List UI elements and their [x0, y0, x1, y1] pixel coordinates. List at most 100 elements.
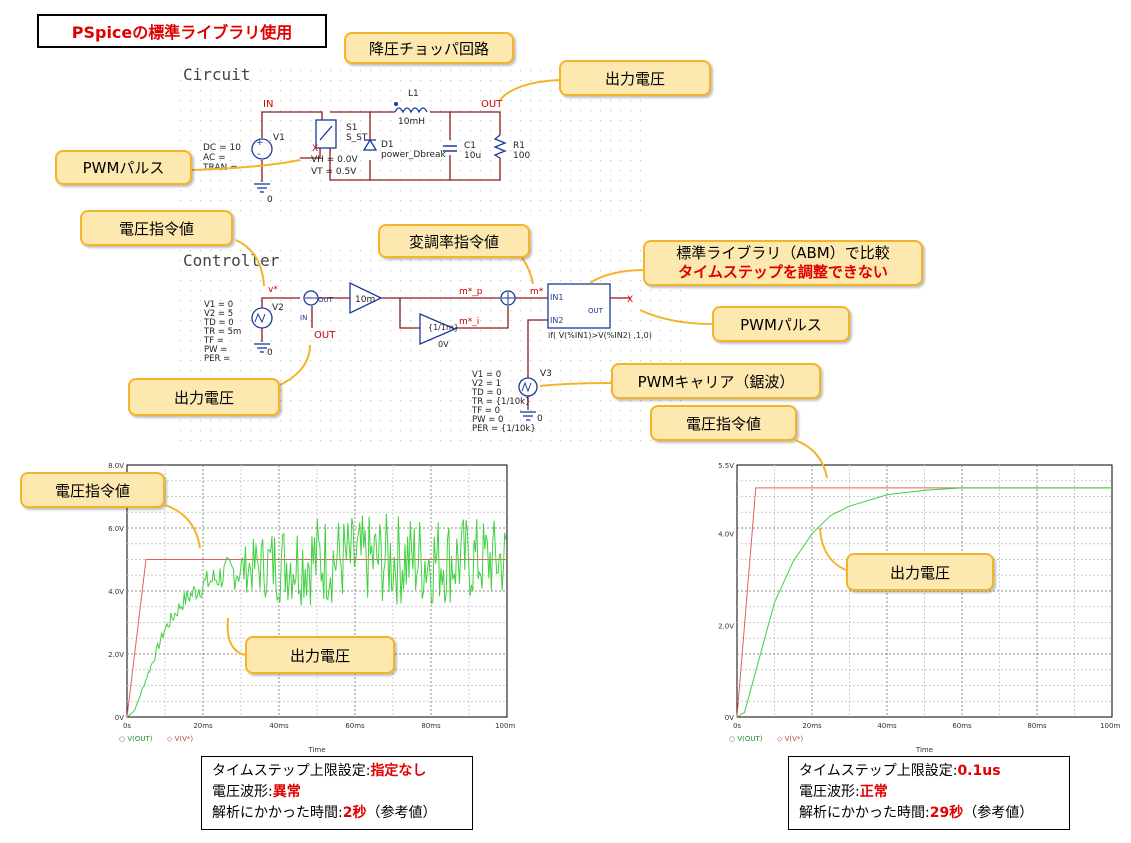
- controller-label: Controller: [183, 251, 280, 270]
- callout-buck-converter: 降圧チョッパ回路: [344, 32, 514, 64]
- v2-param: TR = 5m: [203, 327, 241, 337]
- mp-label: m*_p: [459, 287, 483, 297]
- x-tick-label: 100ms: [495, 722, 515, 730]
- switch-icon: [315, 119, 337, 149]
- callout-carrier: PWMキャリア（鋸波）: [611, 363, 821, 399]
- circuit-wires: [261, 111, 501, 182]
- info1-l3-label: 解析にかかった時間:: [212, 805, 343, 821]
- info2-l3-suffix: （参考値）: [963, 805, 1034, 821]
- y-tick-label: 5.5V: [718, 462, 734, 470]
- legend-entry: ◇ V(V*): [167, 735, 193, 743]
- v1-param: DC = 10: [203, 143, 241, 153]
- y-tick-label: 4.0V: [718, 531, 734, 539]
- series-line-vout: [736, 487, 1112, 718]
- info1-line1: タイムステップ上限設定:指定なし: [212, 761, 462, 782]
- v3-source-icon: [518, 377, 538, 397]
- sum-in-label: IN: [300, 314, 307, 322]
- x-tick-label: 40ms: [877, 722, 897, 730]
- info2-line1: タイムステップ上限設定:0.1us: [799, 761, 1059, 782]
- out-label: OUT: [314, 330, 336, 341]
- callout-vref-chart1: 電圧指令値: [20, 472, 165, 508]
- callout-output-voltage-ctrl: 出力電圧: [128, 378, 280, 416]
- chart-2: 0V2.0V4.0V5.5V0s20ms40ms60ms80ms100msTim…: [718, 462, 1120, 754]
- abm-out-label: OUT: [588, 307, 604, 315]
- y-tick-label: 0V: [115, 714, 124, 722]
- x-tick-label: 60ms: [345, 722, 365, 730]
- info1-line2: 電圧波形:異常: [212, 782, 462, 803]
- svg-text:+: +: [256, 138, 264, 148]
- info1-l2-label: 電圧波形:: [212, 784, 273, 800]
- res-name: R1: [513, 141, 525, 151]
- info1-l1-label: タイムステップ上限設定:: [212, 763, 371, 779]
- integrator-value: {1/1m}: [428, 323, 459, 332]
- node-in-label: IN: [263, 99, 273, 110]
- abm-callout-line1: 標準ライブラリ（ABM）で比較: [676, 244, 890, 262]
- v2-name: V2: [272, 303, 284, 313]
- info2-line2: 電圧波形:正常: [799, 782, 1059, 803]
- info2-l1-value: 0.1us: [957, 763, 1001, 779]
- abm-in1: IN1: [550, 293, 563, 302]
- sum-out-label: OUT: [318, 296, 334, 304]
- info2-l3-label: 解析にかかった時間:: [799, 805, 930, 821]
- x-tick-label: 0s: [123, 722, 131, 730]
- circuit-label: Circuit: [183, 65, 250, 84]
- v2-param: V1 = 0: [204, 300, 233, 310]
- node-out-label: OUT: [481, 99, 503, 110]
- y-tick-label: 0V: [725, 714, 734, 722]
- v2-param: TD = 0: [203, 318, 234, 328]
- v3-param: PW = 0: [472, 415, 503, 425]
- ground-icon: [254, 183, 270, 193]
- y-tick-label: 4.0V: [108, 588, 124, 596]
- info2-l1-label: タイムステップ上限設定:: [799, 763, 958, 779]
- x-label: X: [627, 295, 633, 305]
- callout-vref-right: 電圧指令値: [650, 405, 797, 441]
- callout-output-chart1: 出力電圧: [245, 636, 395, 674]
- v3-param: TD = 0: [471, 388, 502, 398]
- abm-in2: IN2: [550, 316, 563, 325]
- info2-l3-value: 29秒: [929, 805, 964, 821]
- v2-param: PW =: [204, 345, 227, 355]
- callout-pwm-pulse-right: PWMパルス: [712, 306, 850, 342]
- integrator-block-icon: [419, 313, 457, 345]
- info2-line3: 解析にかかった時間:29秒（参考値）: [799, 803, 1059, 824]
- x-tick-label: 40ms: [269, 722, 289, 730]
- info1-l3-value: 2秒: [342, 805, 367, 821]
- callout-abm: 標準ライブラリ（ABM）で比較 タイムステップを調整できない: [643, 240, 923, 286]
- v3-param: V2 = 1: [472, 379, 501, 389]
- legend-entry: ◇ V(V*): [777, 735, 803, 743]
- info-box-1: タイムステップ上限設定:指定なし 電圧波形:異常 解析にかかった時間:2秒（参考…: [201, 756, 473, 830]
- diode-model: power_Dbreak: [381, 150, 447, 160]
- x-tick-label: 20ms: [193, 722, 213, 730]
- gain-block-icon: [349, 281, 383, 315]
- legend-entry: ○ V(OUT): [119, 735, 153, 743]
- v3-param: V1 = 0: [472, 370, 501, 380]
- ground-label: 0: [537, 414, 543, 424]
- resistor-icon: [493, 134, 507, 159]
- info1-l3-suffix: （参考値）: [366, 805, 437, 821]
- v3-param: PER = {1/10k}: [472, 424, 536, 434]
- cap-value: 10u: [464, 151, 481, 161]
- page-title: PSpiceの標準ライブラリ使用: [37, 14, 327, 48]
- x-axis-label: Time: [307, 746, 325, 754]
- v2-param: V2 = 5: [204, 309, 233, 319]
- m-label: m*: [530, 287, 544, 297]
- x-tick-label: 80ms: [1027, 722, 1047, 730]
- series-line-vv: [126, 559, 507, 718]
- series-line-vout: [126, 513, 507, 718]
- abm-block-icon: [547, 283, 611, 329]
- switch-param: VH = 0.0V: [311, 155, 359, 165]
- x-tick-label: 80ms: [421, 722, 441, 730]
- x-tick-label: 20ms: [802, 722, 822, 730]
- y-tick-label: 8.0V: [108, 462, 124, 470]
- switch-param: VT = 0.5V: [311, 167, 357, 177]
- v2-source-icon: [251, 307, 273, 329]
- callout-mod-ref: 変調率指令値: [378, 224, 530, 258]
- svg-text:-: -: [257, 149, 261, 160]
- x-tick-label: 0s: [733, 722, 741, 730]
- switch-name: S1: [346, 123, 357, 133]
- x-tick-label: 60ms: [952, 722, 972, 730]
- abm-expr: if( V(%IN1)>V(%IN2) ,1,0): [548, 331, 652, 340]
- callout-vref-left: 電圧指令値: [80, 210, 233, 246]
- ground-label: 0: [267, 348, 273, 358]
- controller-wires: [261, 297, 630, 410]
